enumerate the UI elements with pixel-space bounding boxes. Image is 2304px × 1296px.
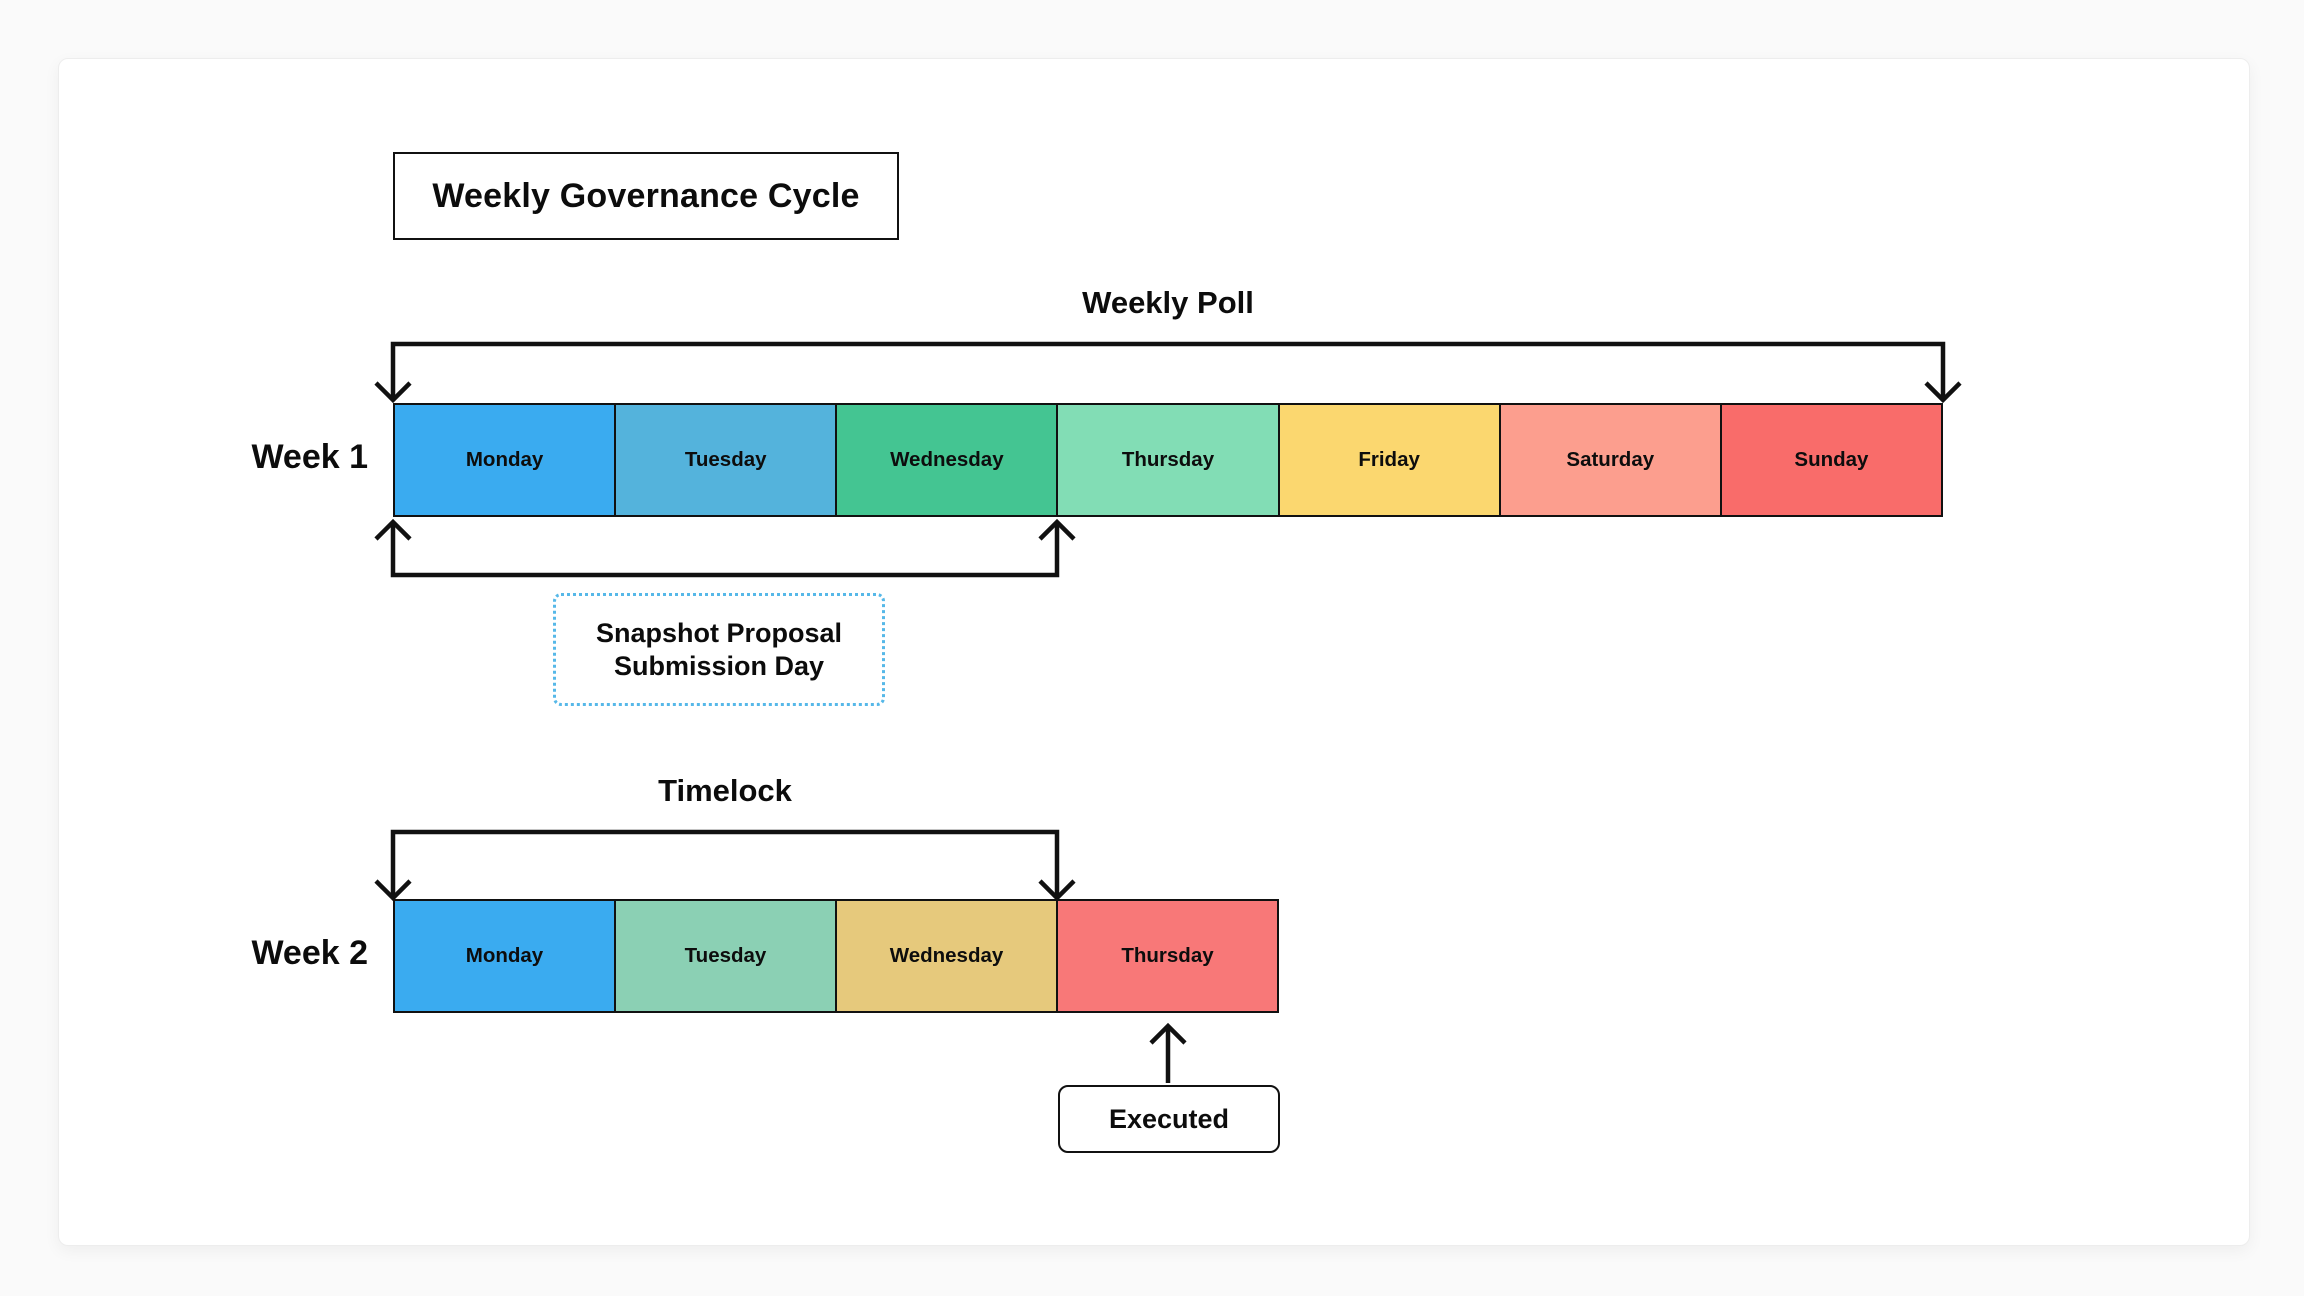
day-cell-friday: Friday [1279, 403, 1501, 517]
executed-label: Executed [1108, 1103, 1230, 1134]
snapshot-proposal-label: Snapshot Proposal Submission Day [595, 618, 843, 681]
diagram-title: Weekly Governance Cycle [432, 176, 860, 215]
week1-day-row: Monday Tuesday Wednesday Thursday Friday Satu… [393, 403, 1943, 517]
day-label: Wednesday [889, 944, 1004, 967]
day-label: Tuesday [684, 944, 767, 967]
day-cell-monday: Monday [393, 403, 617, 517]
day-label: Sunday [1794, 448, 1869, 471]
diagram-card [58, 58, 2250, 1246]
day-label: Friday [1358, 448, 1420, 471]
day-cell-tuesday: Tuesday [616, 899, 837, 1013]
day-label: Tuesday [684, 448, 767, 471]
week1-label: Week 1 [251, 438, 368, 476]
day-cell-tuesday: Tuesday [616, 403, 838, 517]
executed-box: Executed [1058, 1085, 1280, 1153]
title-box: Weekly Governance Cycle [393, 152, 899, 240]
week2-label: Week 2 [251, 934, 368, 972]
week2-day-row: Monday Tuesday Wednesday Thursday [393, 899, 1279, 1013]
day-label: Monday [465, 448, 544, 471]
day-cell-wednesday: Wednesday [837, 403, 1059, 517]
weekly-poll-label: Weekly Poll [1082, 285, 1254, 320]
day-cell-wednesday: Wednesday [837, 899, 1058, 1013]
day-cell-thursday: Thursday [1058, 899, 1279, 1013]
timelock-label: Timelock [658, 773, 792, 808]
day-label: Monday [465, 944, 544, 967]
day-cell-thursday: Thursday [1058, 403, 1280, 517]
day-label: Saturday [1566, 448, 1655, 471]
day-cell-monday: Monday [393, 899, 616, 1013]
day-label: Thursday [1121, 944, 1214, 967]
day-cell-sunday: Sunday [1721, 403, 1943, 517]
snapshot-proposal-box: Snapshot Proposal Submission Day [553, 593, 885, 706]
day-label: Thursday [1121, 448, 1215, 471]
day-cell-saturday: Saturday [1500, 403, 1722, 517]
day-label: Wednesday [890, 448, 1004, 471]
